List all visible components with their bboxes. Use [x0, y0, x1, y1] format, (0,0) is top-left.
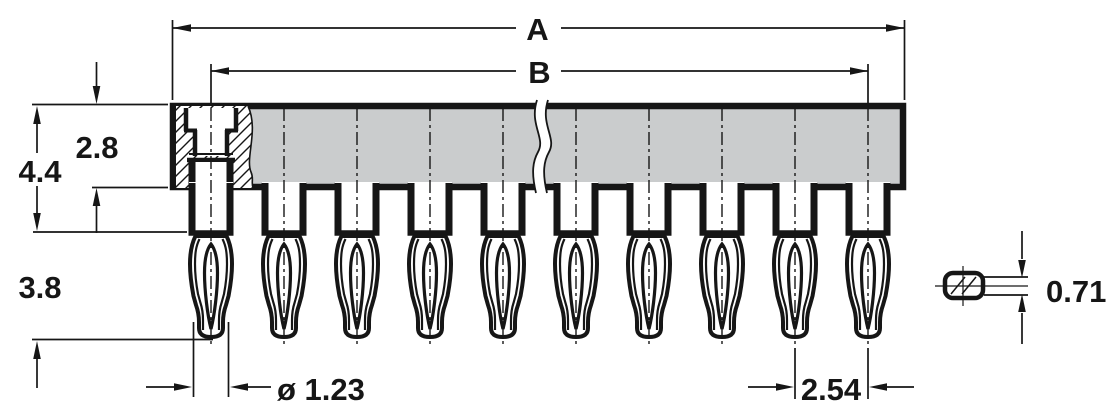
dim-0-71-label: 0.71 [1046, 274, 1106, 309]
section-cut-left-end [176, 105, 254, 189]
break-lines [532, 99, 552, 194]
dimension-tail-length: 3.8 [18, 270, 213, 388]
dimension-overall-length: A [171, 12, 906, 100]
dim-2-54-label: 2.54 [801, 372, 862, 407]
dimension-insulator-height: 2.8 [32, 62, 168, 233]
arrowhead-right-icon [174, 383, 192, 391]
arrowhead-up-icon [33, 341, 41, 359]
dimension-tail-thickness: 0.71 [984, 231, 1106, 344]
arrowhead-left-icon [211, 67, 229, 75]
break-out-boundary [247, 105, 254, 189]
dimension-tail-diameter: ø 1.23 [146, 322, 365, 407]
arrowhead-left-icon [869, 383, 887, 391]
dim-2-8-label: 2.8 [75, 130, 118, 165]
dim-a-label: A [526, 12, 549, 47]
dimension-contact-span: B [210, 55, 869, 106]
dim-b-label: B [528, 55, 551, 90]
arrowhead-up-icon [1018, 294, 1026, 312]
dim-dia-1-23-label: ø 1.23 [277, 372, 365, 407]
arrowhead-right-icon [776, 383, 794, 391]
arrowhead-down-icon [33, 213, 41, 231]
arrowhead-down-icon [1018, 260, 1026, 278]
dim-4-4-label: 4.4 [18, 154, 62, 189]
arrowhead-left-icon [172, 24, 191, 32]
arrowhead-left-icon [230, 383, 248, 391]
arrowhead-down-icon [92, 86, 101, 104]
dimension-height-to-shoulder: 4.4 [18, 106, 187, 233]
dimension-pitch: 2.54 [748, 348, 914, 407]
dim-3-8-label: 3.8 [18, 270, 61, 305]
arrowhead-up-icon [33, 106, 41, 124]
arrowhead-right-icon [850, 67, 868, 75]
arrowhead-up-icon [92, 188, 101, 206]
tail-cross-section-detail [935, 266, 1028, 306]
arrowhead-right-icon [886, 24, 905, 32]
